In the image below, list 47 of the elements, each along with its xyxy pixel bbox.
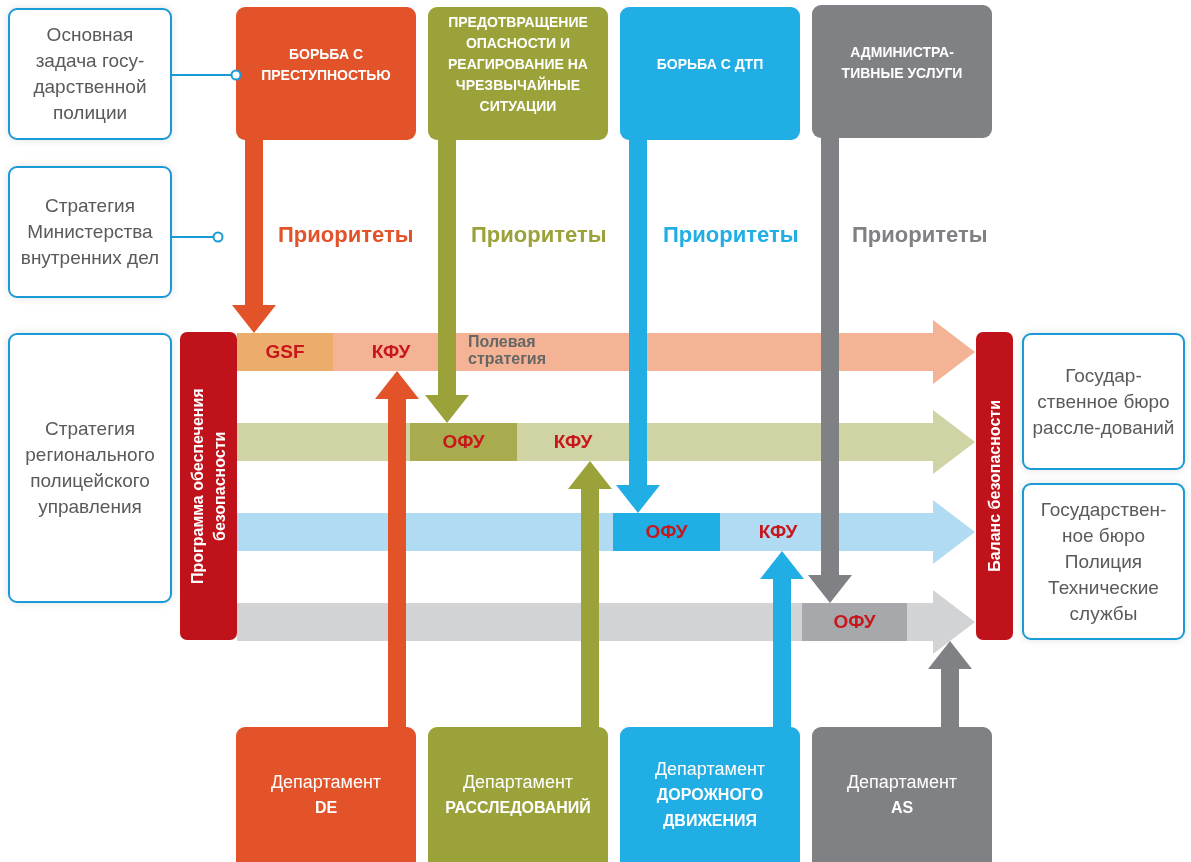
box-subtext: AS: [890, 797, 914, 818]
box-text: Департамент: [270, 770, 382, 794]
arrow: [232, 140, 276, 333]
tag: ОФУ: [613, 513, 720, 551]
arrow: [760, 551, 804, 727]
box-text: Департамент: [462, 770, 574, 794]
arrow: [616, 140, 660, 513]
department-box: [236, 727, 416, 862]
ribbon: [237, 320, 975, 384]
text-box: Государствен-ное бюро Полиция Технические службы: [1022, 483, 1185, 640]
arrow: [928, 641, 972, 727]
arrow: [808, 138, 852, 603]
arrow: [568, 461, 612, 727]
ribbon: [237, 410, 975, 474]
tag: ОФУ: [802, 603, 907, 641]
vertical-bar: [180, 332, 237, 640]
box-subtext: ДОРОЖНОГО ДВИЖЕНИЯ: [655, 784, 765, 831]
connector-line: [171, 231, 224, 243]
tag-text: КФУ: [750, 513, 806, 551]
band-label: Полевая стратегия: [468, 333, 547, 367]
vertical-bar: [976, 332, 1013, 640]
tag-text: КФУ: [362, 333, 420, 371]
vertical-label: Баланс безопасности: [984, 400, 1004, 572]
arrow: [375, 371, 419, 727]
ribbon: [237, 590, 975, 654]
box-subtext: РАССЛЕДОВАНИЙ: [445, 797, 591, 818]
arrow: [425, 140, 469, 423]
category-box: ПРЕДОТВРАЩЕНИЕ ОПАСНОСТИ И РЕАГИРОВАНИЕ НА ЧРЕЗВЫЧАЙНЫЕ СИТУАЦИИ: [428, 7, 608, 140]
department-box: [620, 727, 800, 862]
ribbon: [237, 500, 975, 564]
text-box: Основная задача госу-дарственной полиции: [8, 8, 172, 140]
vertical-label: Программа обеспечения безопасности: [187, 387, 229, 586]
text-box: Стратегия Министерства внутренних дел: [8, 166, 172, 298]
box-text: Департамент: [846, 770, 958, 794]
text-box: Стратегия регионального полицейского управления: [8, 333, 172, 603]
department-box: [428, 727, 608, 862]
tag: ОФУ: [410, 423, 517, 461]
connector-line: [171, 69, 242, 81]
category-box: БОРЬБА С ДТП: [620, 7, 800, 140]
tag: GSF: [237, 333, 333, 371]
box-text: Департамент: [654, 757, 766, 781]
tag-text: КФУ: [545, 423, 601, 461]
text-box: Государ-ственное бюро рассле-дований: [1022, 333, 1185, 470]
department-box: [812, 727, 992, 862]
box-subtext: DE: [314, 797, 338, 818]
category-box: АДМИНИСТРА-ТИВНЫЕ УСЛУГИ: [812, 5, 992, 138]
category-box: БОРЬБА С ПРЕСТУПНОСТЬЮ: [236, 7, 416, 140]
